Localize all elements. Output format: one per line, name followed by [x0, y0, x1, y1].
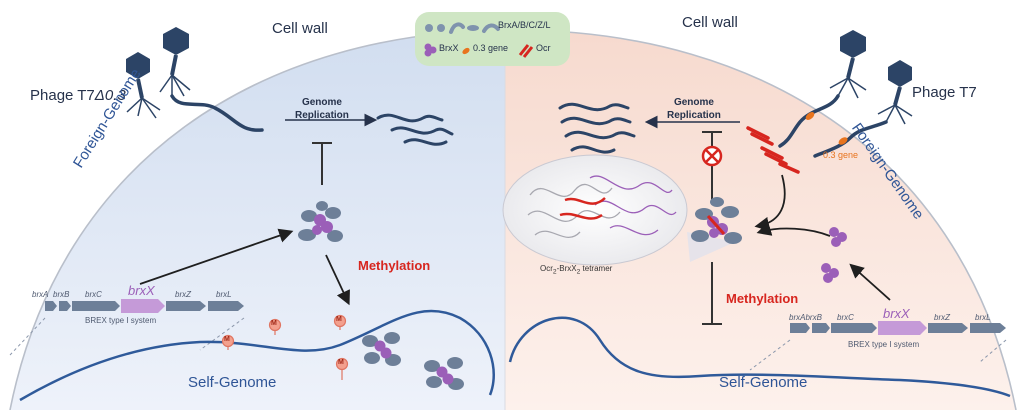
free-brxx-right: [821, 227, 847, 283]
ocr-proteins-right: [746, 126, 800, 174]
ocr-legend-icon: [518, 44, 530, 56]
methyl-mark-3: M: [336, 316, 342, 323]
self-genome-label-right: Self-Genome: [719, 374, 808, 391]
methylation-block-right: [702, 262, 722, 325]
gene-label-brxc-left: brxC: [85, 290, 102, 299]
methylation-label-left: Methylation: [358, 258, 431, 273]
expression-arrow-right: [849, 263, 891, 301]
phage-left-1: [159, 27, 191, 97]
gene-label-brxx-right: brxX: [883, 306, 910, 321]
brx-subunit-legend-icons: [425, 22, 500, 34]
methyl-mark-4: M: [338, 359, 344, 366]
self-genome-label-left: Self-Genome: [188, 374, 277, 391]
bound-brex-complex-left-1: [362, 332, 401, 366]
brxx-legend-icon: [424, 43, 437, 57]
inhibition-bar-left: [312, 142, 332, 185]
methylation-arrow-left: [325, 254, 350, 306]
phage-label-left: Phage T7Δ0.3: [30, 87, 126, 104]
legend-brx-abczl: BrxA/B/C/Z/L: [498, 20, 551, 30]
self-genome-right: [508, 316, 1011, 398]
gene-label-brxz-right: brxZ: [934, 313, 950, 322]
gene-label-brxb-left: brxB: [53, 290, 70, 299]
brxx-binding-arrow: [756, 222, 831, 237]
methylation-label-right: Methylation: [726, 291, 799, 306]
operon-right: [749, 321, 1007, 371]
legend-gene-03: 0.3 gene: [473, 43, 509, 53]
self-genome-left: [19, 309, 495, 402]
phage-right-2: [877, 60, 913, 125]
structure-zoom: [502, 154, 688, 266]
replicated-genomes-left: [376, 113, 454, 146]
operon-label-left: BREX type I system: [85, 316, 157, 325]
gene-label-brxa-left: brxA: [32, 290, 49, 299]
gene-03-legend-icon: [462, 47, 470, 55]
operon-left: [9, 299, 245, 356]
gene-label-brxl-left: brxL: [216, 290, 232, 299]
gene-label-brxx-left: brxX: [128, 283, 155, 298]
methyl-marks-left: [221, 314, 349, 380]
gene-label-brxl-right: brxL: [975, 313, 991, 322]
operon-label-right: BREX type I system: [848, 340, 920, 349]
phage-right-1: [829, 30, 867, 99]
cell-wall-label-right: Cell wall: [682, 14, 738, 31]
replicated-genomes-right: [558, 102, 636, 154]
injected-foreign-dna-right-2: [813, 120, 888, 158]
gene-03-mark-right-2: [838, 137, 848, 145]
legend-ocr: Ocr: [536, 43, 551, 53]
cell-wall-label-left: Cell wall: [272, 20, 328, 37]
methyl-mark-2: M: [271, 320, 277, 327]
tetramer-structure: [527, 175, 677, 238]
tetramer-label: Ocr2-BrxX2 tetramer: [540, 264, 613, 276]
phage-left-2: [126, 52, 161, 119]
gene-label-brxz-left: brxZ: [175, 290, 191, 299]
injected-foreign-dna-left: [170, 94, 264, 132]
brex-ocr-complex-right: [687, 197, 742, 262]
injected-foreign-dna-right-1: [778, 94, 840, 148]
bound-brex-complex-left-2: [424, 357, 464, 390]
gene-03-label-right: 0.3 gene: [823, 150, 859, 160]
blocked-inhibition-right: [701, 131, 723, 202]
gene-label-brxab-right: brxAbrxB: [789, 313, 822, 322]
legend-brxx: BrxX: [439, 43, 459, 53]
gene-03-mark-right-1: [805, 112, 815, 120]
methyl-mark-1: M: [224, 336, 230, 343]
gene-label-brxc-right: brxC: [837, 313, 854, 322]
expression-arrow-left: [139, 228, 294, 285]
phage-label-right: Phage T7: [912, 84, 977, 101]
brex-complex-left: [298, 201, 343, 242]
